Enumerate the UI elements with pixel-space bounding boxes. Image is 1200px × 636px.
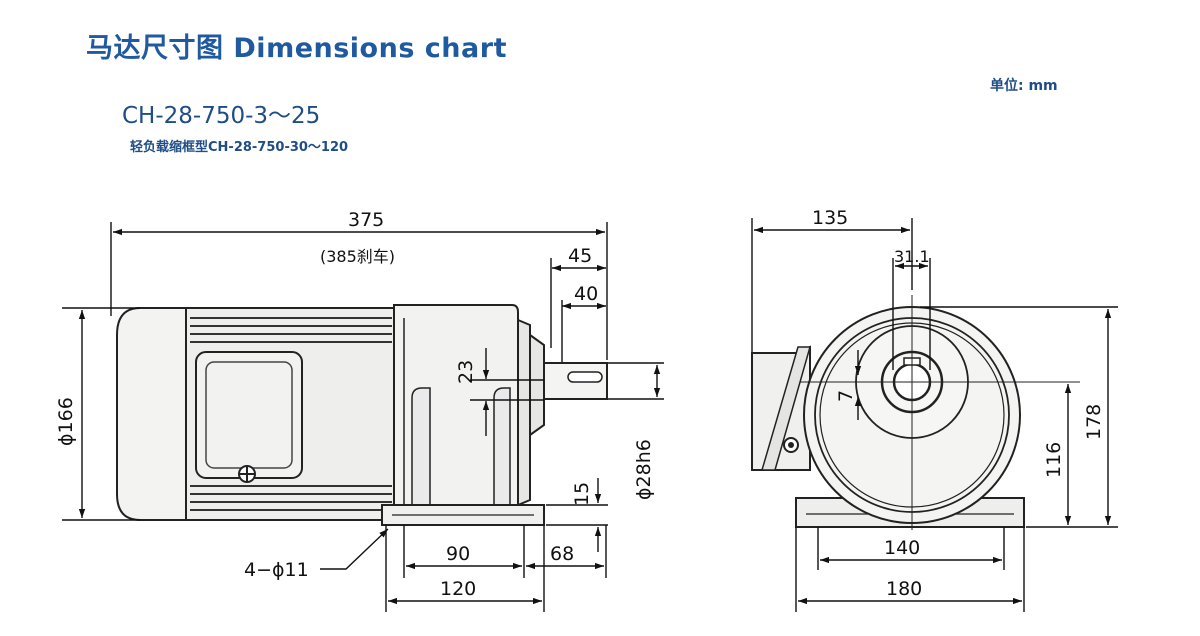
front-view-dimensions: [751, 218, 1118, 612]
ground-screw-icon: [238, 465, 256, 483]
cooling-fins: [190, 317, 392, 511]
dim-overall-length-brake: (385刹车): [320, 247, 395, 266]
dim-height-178: 178: [1083, 404, 1105, 440]
side-view-dimensions: [62, 222, 664, 612]
dim-overall-length: 375: [348, 209, 384, 231]
model-title: CH-28-750-3～25: [122, 103, 321, 129]
side-view-labels: 375 (385刹车) 45 40 23 ϕ166 ϕ28h6 15 90 68…: [55, 209, 655, 600]
dim-shaft-45: 45: [568, 245, 592, 267]
dim-shaft-diameter: ϕ28h6: [633, 439, 655, 500]
front-view-labels: 135 31.1 7 178 116 140 180: [812, 207, 1105, 600]
unit-label: 单位: mm: [990, 78, 1058, 94]
front-view: [751, 295, 1080, 530]
side-view: [116, 304, 608, 526]
dim-height-116: 116: [1043, 442, 1065, 478]
dim-width-135: 135: [812, 207, 848, 229]
dim-key-7: 7: [835, 390, 857, 402]
dim-foot-120: 120: [440, 578, 476, 600]
dim-shaft-40: 40: [574, 283, 598, 305]
front-ground-screw-icon: [783, 437, 799, 453]
gearbox-flange: [517, 318, 531, 507]
dim-shaft-23: 23: [455, 360, 477, 384]
dim-diameter-166: ϕ166: [55, 397, 77, 446]
dim-foot-90: 90: [446, 543, 470, 565]
dim-key-31-1: 31.1: [894, 247, 930, 266]
page-title: 马达尺寸图 Dimensions chart: [86, 33, 507, 64]
dim-mounting-holes: 4−ϕ11: [244, 559, 309, 581]
dim-base-140: 140: [884, 537, 920, 559]
shaft-key: [567, 371, 603, 383]
dim-foot-68: 68: [550, 543, 574, 565]
model-subtitle: 轻负载缩框型CH-28-750-30～120: [130, 140, 349, 155]
motor-end-cap: [116, 307, 187, 521]
dim-base-180: 180: [886, 578, 922, 600]
terminal-box: [195, 351, 303, 479]
dim-foot-15: 15: [571, 482, 593, 506]
